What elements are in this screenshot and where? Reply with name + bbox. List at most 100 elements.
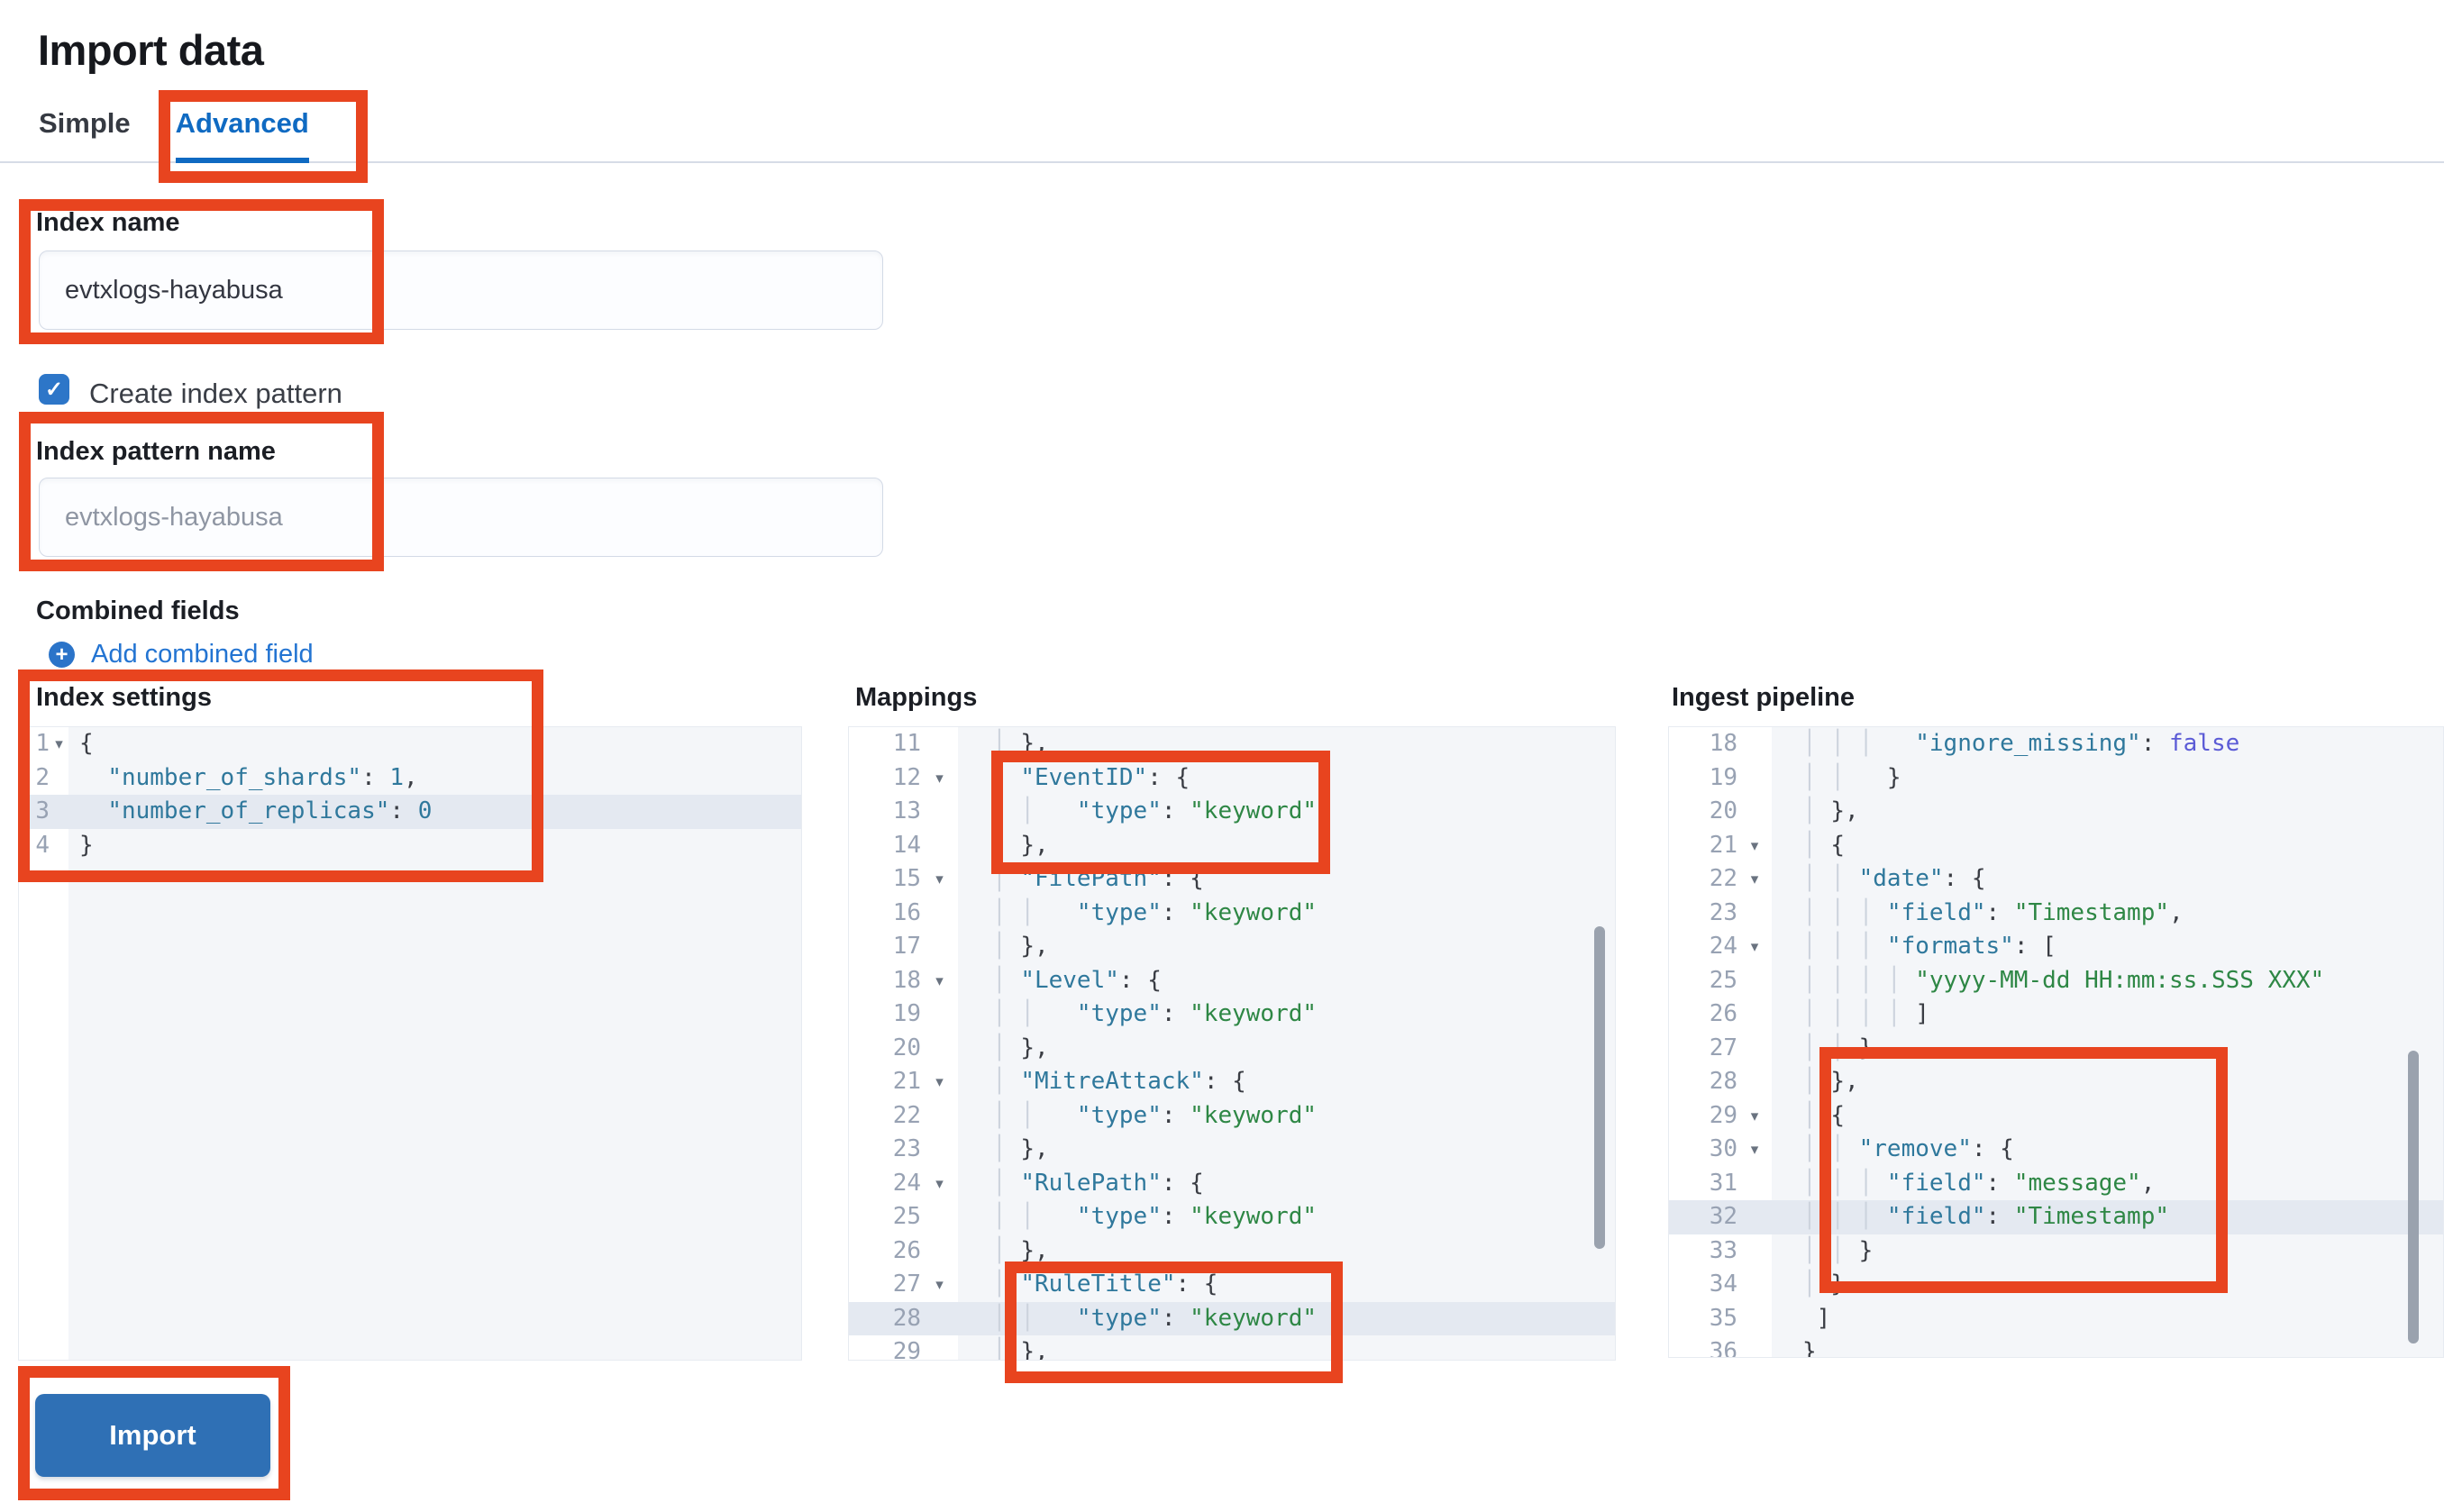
code-line-16: 16 │ │ "type": "keyword" (849, 897, 1615, 931)
import-button[interactable]: Import (35, 1394, 270, 1477)
code-line-19: 19 │ │ "type": "keyword" (849, 997, 1615, 1032)
code-text: } (79, 831, 94, 859)
add-combined-field-link[interactable]: + Add combined field (49, 640, 314, 669)
code-line-18: 18│ │ │ "ignore_missing": false (1669, 727, 2443, 761)
code-line-25: 25│ │ │ │ "yyyy-MM-dd HH:mm:ss.SSS XXX" (1669, 964, 2443, 998)
code-line-26: 26│ │ │ │ ] (1669, 997, 2443, 1032)
line-number: 4 (35, 831, 50, 859)
code-text: │ }, (992, 831, 1049, 859)
fold-spacer (1737, 1167, 1772, 1201)
fold-spacer (1737, 964, 1772, 998)
fold-arrow-icon[interactable]: ▾ (935, 971, 944, 989)
fold-spacer (50, 761, 68, 796)
code-line-35: 35 ] (1669, 1302, 2443, 1336)
code-line-29: 29│ }, (849, 1335, 1615, 1361)
line-number: 16 (892, 898, 921, 926)
index-pattern-name-input[interactable] (39, 478, 883, 557)
fold-spacer (1737, 761, 1772, 796)
fold-arrow-icon[interactable]: ▾ (935, 870, 944, 888)
code-line-28: 28│ │ "type": "keyword" (849, 1301, 1615, 1335)
index-settings-editor[interactable]: 1▾{2 "number_of_shards": 1,3 "number_of_… (18, 726, 802, 1361)
line-number: 13 (892, 797, 921, 824)
line-number: 20 (892, 1034, 921, 1061)
code-text: │ │ } (1802, 1034, 1874, 1061)
code-line-21: 21▾│ { (1669, 829, 2443, 863)
line-number: 30 (1709, 1135, 1737, 1162)
index-settings-label: Index settings (36, 683, 212, 712)
line-number: 23 (892, 1135, 921, 1162)
line-number: 19 (892, 1000, 921, 1027)
code-line-24: 24▾│ "RulePath": { (849, 1167, 1615, 1201)
code-text: │ }, (992, 933, 1049, 960)
fold-spacer (1737, 1234, 1772, 1269)
create-index-pattern-checkbox[interactable]: ✓ (39, 374, 69, 405)
fold-spacer (921, 1032, 958, 1066)
code-line-2: 2 "number_of_shards": 1, (19, 761, 801, 796)
line-number: 1 (35, 730, 50, 757)
code-text: │ │ "type": "keyword" (992, 898, 1318, 926)
fold-arrow-icon[interactable]: ▾ (935, 1073, 944, 1090)
line-number: 33 (1709, 1236, 1737, 1264)
line-number: 25 (892, 1203, 921, 1230)
tab-advanced[interactable]: Advanced (175, 108, 309, 163)
line-number: 2 (35, 763, 50, 791)
line-number: 32 (1709, 1203, 1737, 1230)
line-number: 18 (1709, 730, 1737, 757)
fold-arrow-icon[interactable]: ▾ (1750, 1107, 1759, 1125)
fold-spacer (1737, 997, 1772, 1032)
code-text: │ "Level": { (992, 966, 1162, 994)
fold-arrow-icon[interactable]: ▾ (1750, 1141, 1759, 1158)
code-line-32: 32│ │ │ "field": "Timestamp" (1669, 1200, 2443, 1234)
code-line-31: 31│ │ │ "field": "message", (1669, 1167, 2443, 1201)
index-name-input[interactable] (39, 250, 883, 330)
editor-gutter (1669, 727, 1772, 1357)
code-text: │ "RuleTitle": { (992, 1271, 1218, 1298)
code-text: │ │ │ "field": "message", (1802, 1169, 2156, 1197)
fold-spacer (921, 1335, 958, 1360)
code-line-30: 30▾│ │ "remove": { (1669, 1133, 2443, 1167)
fold-spacer (50, 795, 68, 829)
code-line-20: 20│ }, (849, 1032, 1615, 1066)
code-line-29: 29 ▾ │ { (1669, 1099, 2443, 1134)
line-number: 29 (1709, 1101, 1737, 1129)
code-text: │ │ "type": "keyword" (992, 1000, 1318, 1027)
line-number: 15 (892, 865, 921, 892)
fold-arrow-icon[interactable]: ▾ (935, 769, 944, 787)
code-text: │ { (1802, 1101, 1845, 1129)
line-number: 29 (892, 1338, 921, 1361)
code-line-12: 12▾│ "EventID": { (849, 761, 1615, 796)
fold-arrow-icon[interactable]: ▾ (1750, 870, 1759, 888)
tab-simple[interactable]: Simple (39, 107, 131, 139)
fold-arrow-icon[interactable]: ▾ (935, 1276, 944, 1293)
code-line-27: 27│ │ } (1669, 1032, 2443, 1066)
line-number: 23 (1709, 898, 1737, 926)
code-line-36: 36} (1669, 1335, 2443, 1357)
mappings-label: Mappings (855, 683, 978, 712)
fold-spacer (1737, 1302, 1772, 1336)
code-line-25: 25│ │ "type": "keyword" (849, 1200, 1615, 1234)
code-text: │ "EventID": { (992, 763, 1190, 791)
fold-spacer (921, 1234, 958, 1269)
tab-bar: Simple Advanced (39, 108, 309, 163)
fold-spacer (1737, 1335, 1772, 1357)
line-number: 34 (1709, 1271, 1737, 1298)
fold-spacer (1737, 1200, 1772, 1234)
code-text: │ │ "type": "keyword" (992, 1304, 1318, 1332)
code-line-24: 24▾│ │ │ "formats": [ (1669, 930, 2443, 964)
fold-arrow-icon[interactable]: ▾ (55, 735, 63, 752)
ingest-scrollbar[interactable] (2408, 1051, 2419, 1343)
fold-spacer (50, 829, 68, 863)
fold-spacer (921, 795, 958, 829)
code-line-20: 20│ }, (1669, 795, 2443, 829)
fold-arrow-icon[interactable]: ▾ (935, 1174, 944, 1192)
mappings-scrollbar[interactable] (1594, 926, 1605, 1249)
code-line-15: 15▾│ "FilePath": { (849, 862, 1615, 897)
fold-arrow-icon[interactable]: ▾ (1750, 836, 1759, 854)
fold-spacer (1737, 795, 1772, 829)
ingest-pipeline-label: Ingest pipeline (1672, 683, 1856, 712)
fold-arrow-icon[interactable]: ▾ (1750, 938, 1759, 955)
fold-spacer (921, 1200, 958, 1234)
mappings-editor[interactable]: 11│ },12▾│ "EventID": {13│ │ "type": "ke… (848, 726, 1616, 1361)
line-number: 20 (1709, 797, 1737, 824)
